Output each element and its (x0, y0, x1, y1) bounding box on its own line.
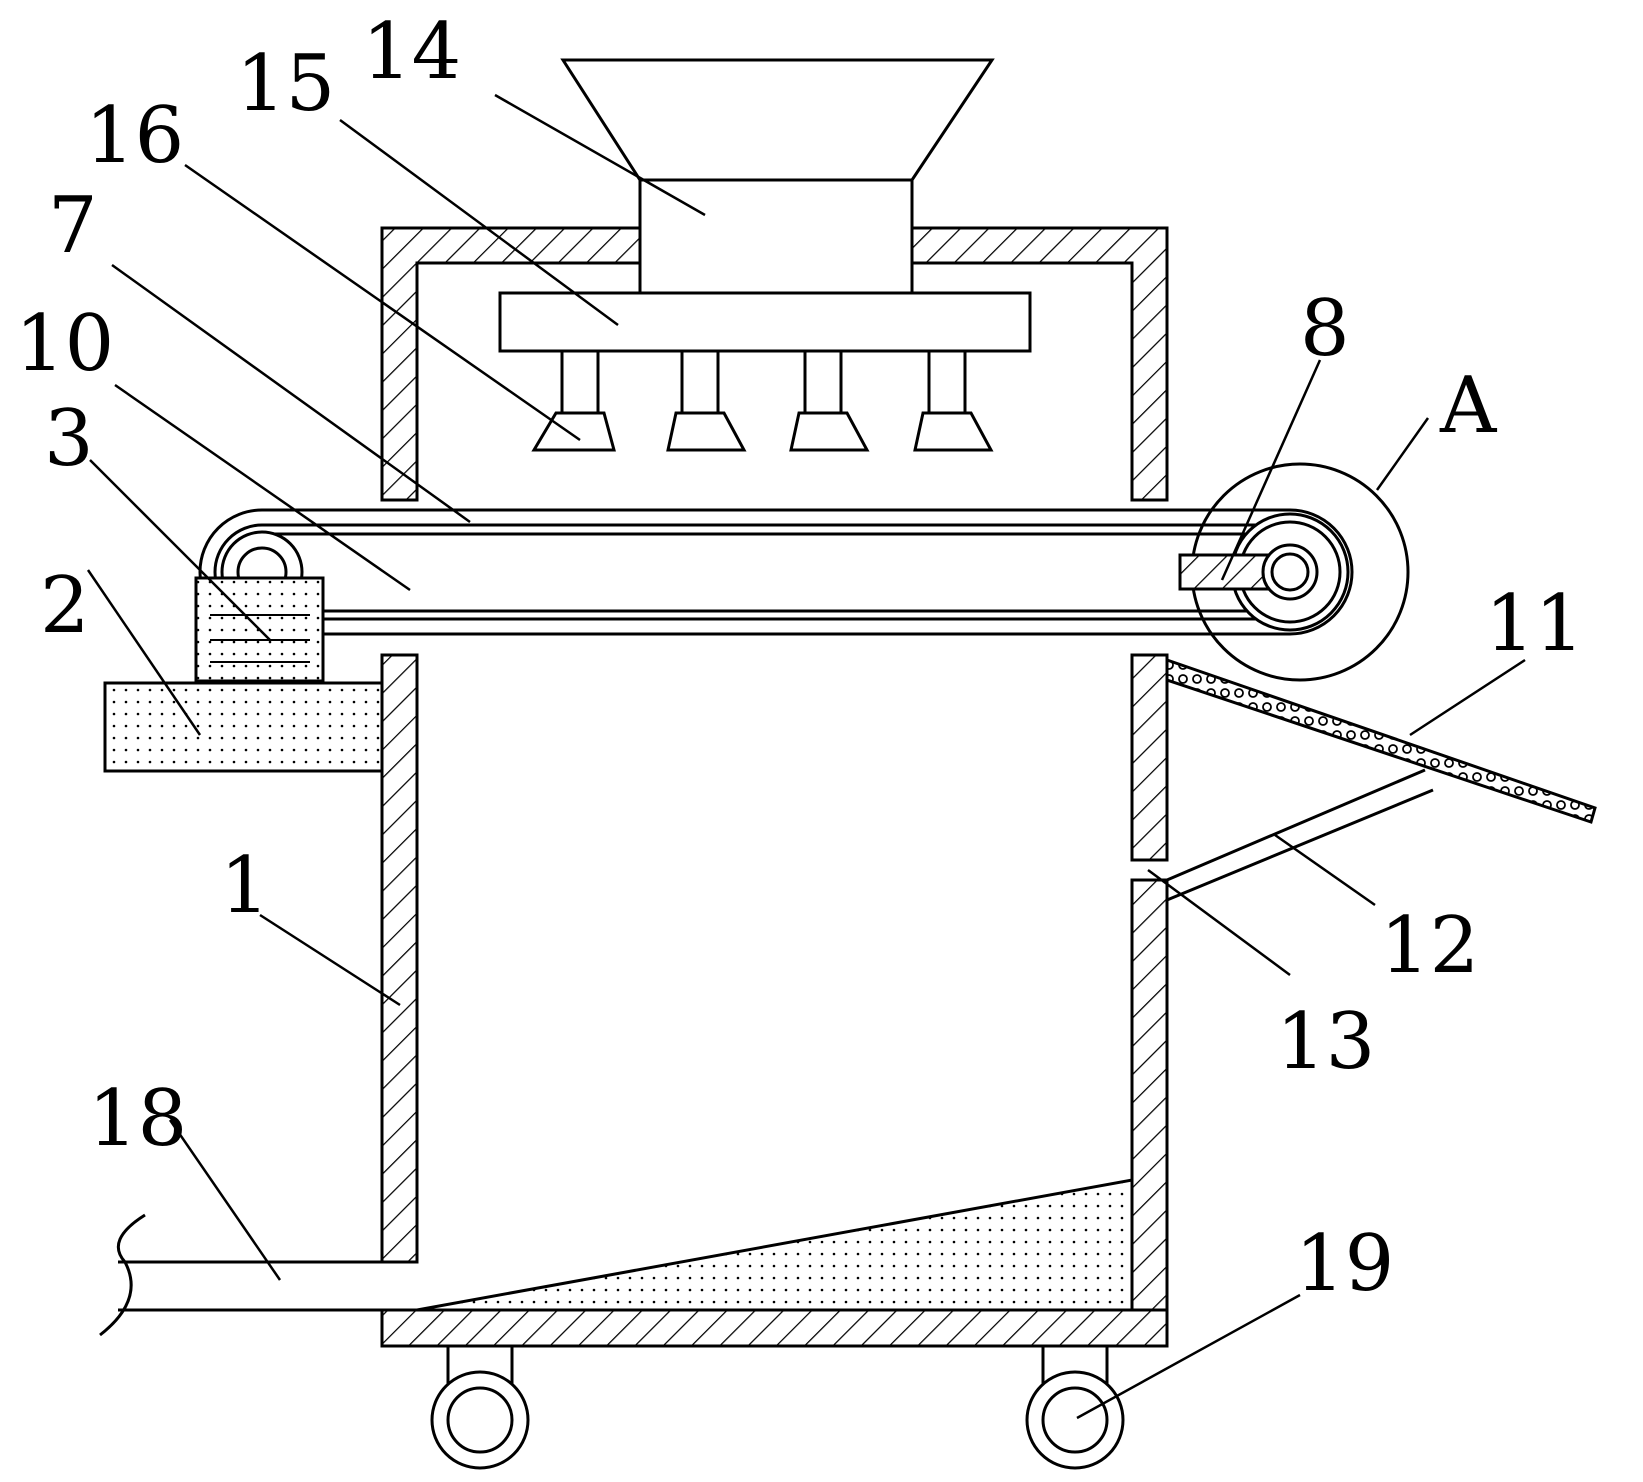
spray-manifold (498, 291, 1032, 353)
belt-outer (198, 508, 1354, 636)
drain-pipe (99, 1213, 382, 1337)
label-19: 19 (1295, 1219, 1394, 1309)
wheel-left (430, 1346, 530, 1470)
bottom-wall (380, 1308, 1169, 1348)
label-14: 14 (362, 7, 461, 97)
nozzle (789, 349, 870, 452)
label-11: 11 (1485, 579, 1584, 669)
label-1: 1 (220, 841, 270, 931)
label-18: 18 (88, 1074, 187, 1164)
drive-roller (1178, 462, 1410, 682)
right-wall-lower (1130, 878, 1169, 1312)
sloped-bottom-fill (416, 1178, 1134, 1312)
nozzle (666, 349, 747, 452)
left-wall-lower (380, 653, 419, 1264)
callout-labels: 15 14 16 7 10 3 2 1 18 8 A 11 12 13 19 (15, 7, 1584, 1309)
right-wall-middle (1130, 653, 1169, 862)
spray-nozzles (531, 349, 994, 452)
leader-lines (86, 93, 1526, 1420)
label-3: 3 (44, 394, 94, 484)
hopper-neck (638, 178, 914, 295)
wheel-right (1025, 1346, 1125, 1470)
label-16: 16 (85, 91, 184, 181)
top-wall-left (380, 226, 642, 502)
housing-walls (380, 226, 1169, 1348)
screen-mesh (1165, 657, 1597, 824)
motor-platform (103, 681, 384, 773)
nozzle (913, 349, 994, 452)
label-a: A (1439, 361, 1498, 451)
label-10: 10 (15, 299, 114, 389)
label-15: 15 (236, 39, 335, 129)
label-8: 8 (1300, 284, 1350, 374)
label-2: 2 (40, 561, 90, 651)
label-7: 7 (48, 181, 98, 271)
outlet-chute (1166, 768, 1434, 902)
label-13: 13 (1276, 997, 1375, 1087)
feed-hopper (560, 58, 995, 295)
hopper-funnel (560, 58, 995, 182)
label-12: 12 (1380, 901, 1479, 991)
